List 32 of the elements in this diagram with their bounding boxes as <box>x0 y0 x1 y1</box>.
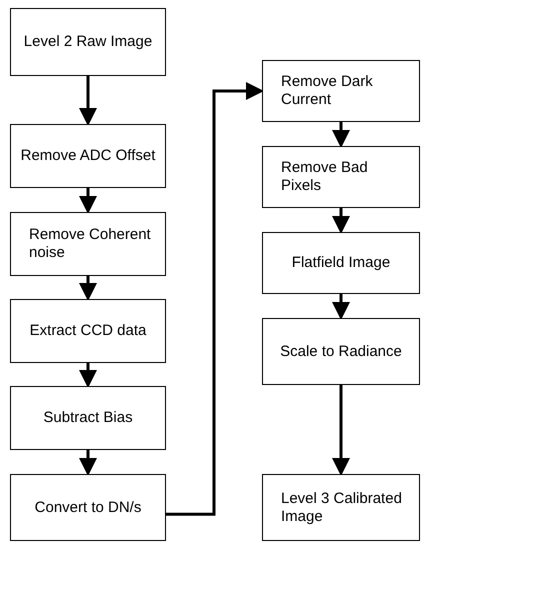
process-box <box>10 124 166 188</box>
step-label: Subtract Bias <box>43 409 133 427</box>
process-box <box>10 474 166 541</box>
arrow <box>79 276 97 301</box>
arrow <box>332 122 350 148</box>
process-box <box>10 299 166 363</box>
step-label: Level 3 Calibrated Image <box>281 490 403 526</box>
step-label: Flatfield Image <box>292 254 390 272</box>
step-label: Remove Dark Current <box>281 73 374 109</box>
step-label: Remove Coherent noise <box>29 226 152 262</box>
step-label: Convert to DN/s <box>34 498 142 516</box>
arrow <box>332 385 350 476</box>
arrow <box>332 208 350 234</box>
process-box <box>262 146 420 208</box>
process-box <box>262 474 420 541</box>
arrow <box>79 76 97 126</box>
process-box <box>262 60 420 122</box>
arrow <box>332 294 350 320</box>
arrow <box>166 82 264 516</box>
process-box <box>262 318 420 385</box>
arrow <box>79 450 97 476</box>
step-label: Extract CCD data <box>30 322 146 340</box>
step-label: Level 2 Raw Image <box>24 33 152 51</box>
step-label: Remove Bad Pixels <box>281 159 369 195</box>
process-box <box>262 232 420 294</box>
step-label: Scale to Radiance <box>280 342 402 360</box>
step-label: Remove ADC Offset <box>20 147 156 165</box>
process-box <box>10 8 166 76</box>
process-box <box>10 386 166 450</box>
process-box <box>10 212 166 276</box>
arrow <box>79 363 97 388</box>
arrow <box>79 188 97 214</box>
